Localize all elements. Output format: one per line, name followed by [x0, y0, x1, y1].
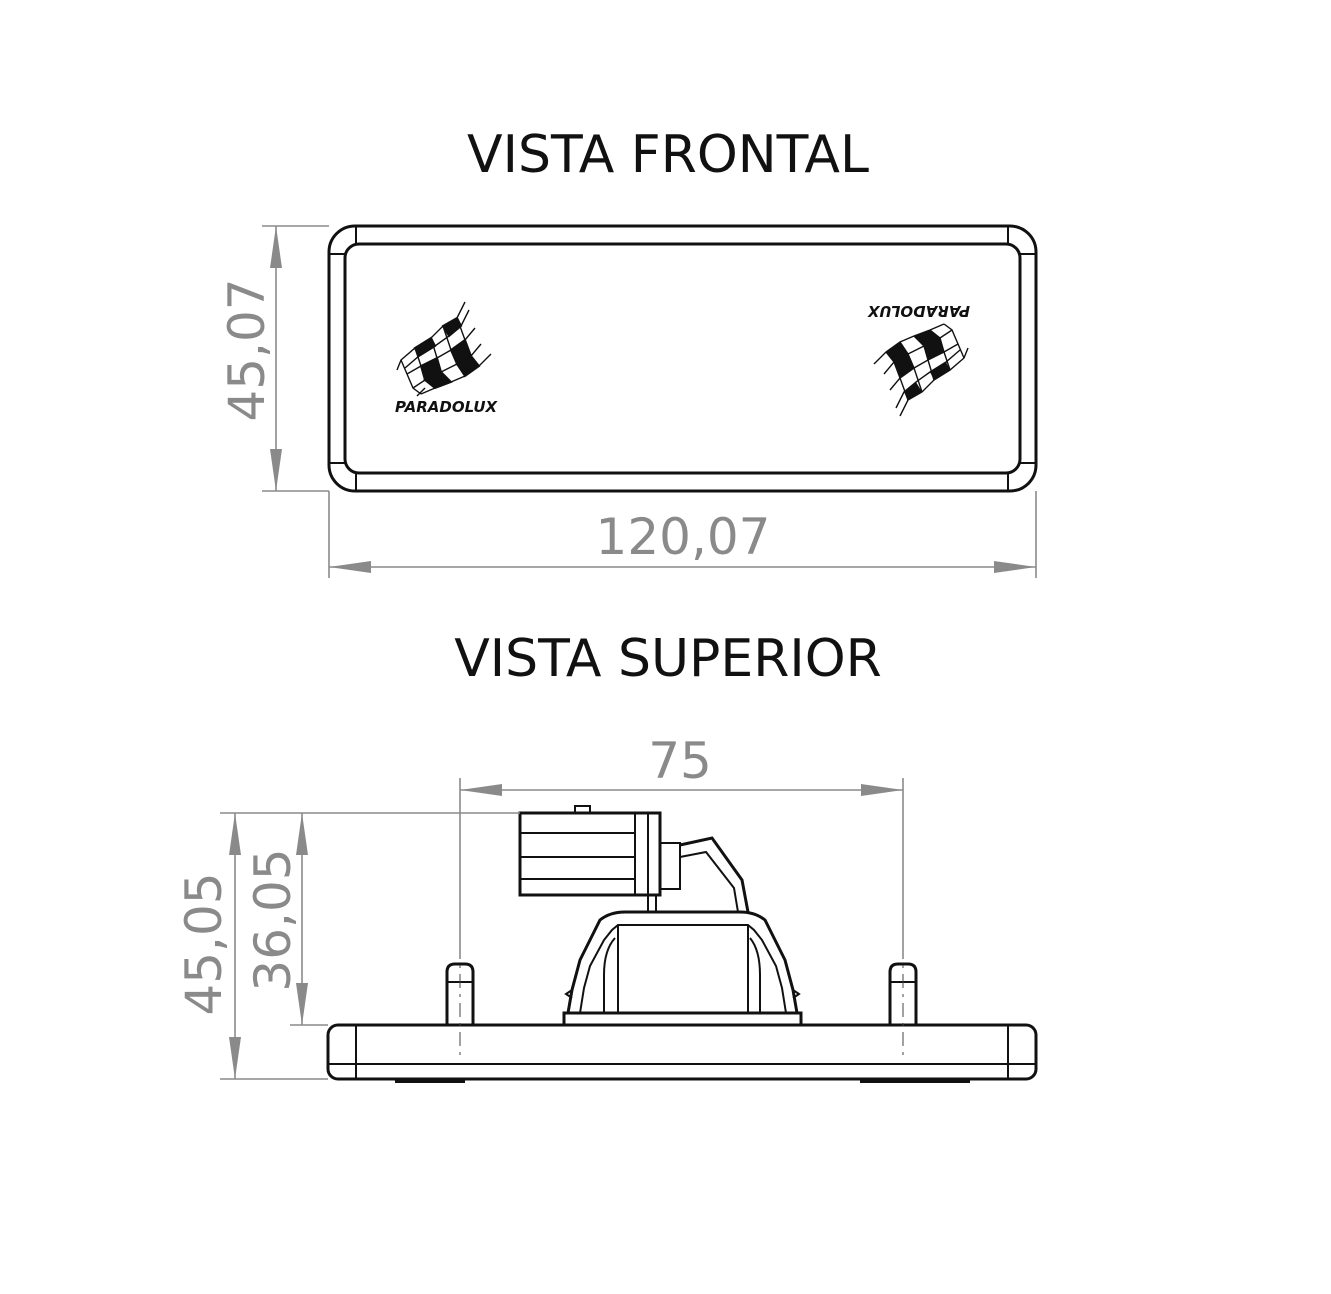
front-inner-outline [343, 242, 1022, 475]
lamp-housing [562, 910, 803, 1027]
base-plate-details [328, 1025, 1036, 1079]
front-view: VISTA FRONTAL [218, 125, 1038, 578]
front-height-dimension: 45,07 [218, 225, 329, 492]
front-outer-outline [327, 224, 1038, 493]
top-inner-height-value: 36,05 [244, 848, 302, 991]
front-width-value: 120,07 [596, 508, 771, 566]
top-inner-height-dimension: 36,05 [244, 813, 328, 1026]
top-view-title: VISTA SUPERIOR [454, 629, 882, 689]
flag-fill-mirrored [886, 330, 950, 400]
base-feet [395, 1078, 970, 1083]
front-width-dimension: 120,07 [328, 491, 1037, 578]
base-plate [326, 1023, 1038, 1081]
flag-fill [413, 316, 481, 390]
front-bevel-lines [329, 226, 1036, 491]
logo-left: PARADOLUX [395, 301, 499, 416]
logo-right: PARADOLUX [866, 302, 970, 417]
top-total-height-value: 45,05 [175, 872, 233, 1015]
top-total-height-dimension: 45,05 [175, 812, 520, 1080]
top-span-value: 75 [648, 732, 712, 790]
top-view: VISTA SUPERIOR [175, 629, 1038, 1083]
logo-left-text: PARADOLUX [395, 398, 499, 416]
connector [518, 805, 681, 897]
cable [647, 836, 750, 913]
front-height-value: 45,07 [218, 278, 276, 421]
logo-right-text: PARADOLUX [866, 302, 970, 320]
front-view-title: VISTA FRONTAL [467, 125, 869, 185]
top-span-dimension: 75 [459, 732, 904, 948]
